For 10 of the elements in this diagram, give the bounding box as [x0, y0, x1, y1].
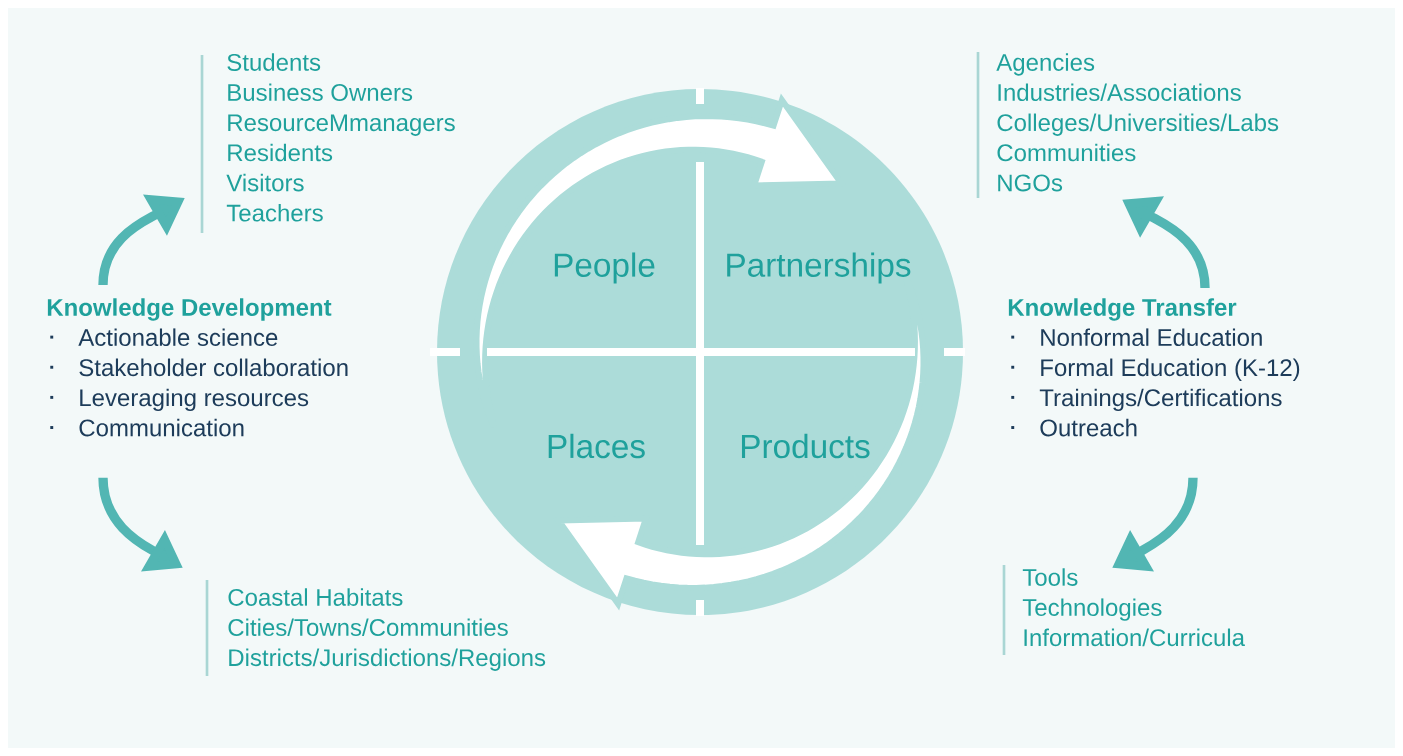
quadrant-label: Products [742, 433, 870, 459]
bullet-list: Knowledge Transfer Nonformal Education Formal Education (K-12) Trainings/Certifications Outreach [1008, 298, 1300, 437]
item-list: Students Business Owners ResourceMmanagers Residents Visitors Teachers [226, 53, 455, 222]
item-list: Coastal Habitats Cities/Towns/Communities Districts/Jurisdictions/Regions [228, 588, 546, 671]
bullet-list: Knowledge Development Actionable science Stakeholder collaboration Leveraging resources Communication [47, 298, 348, 437]
item-list: Tools Technologies Information/Curricula [1022, 568, 1245, 647]
quadrant-label: Places [548, 433, 645, 459]
quadrant-label: People [554, 252, 655, 284]
item-list: Agencies Industries/Associations Colleges/Universities/Labs Communities NGOs [996, 53, 1279, 192]
quadrant-label: Partnerships [727, 252, 911, 284]
